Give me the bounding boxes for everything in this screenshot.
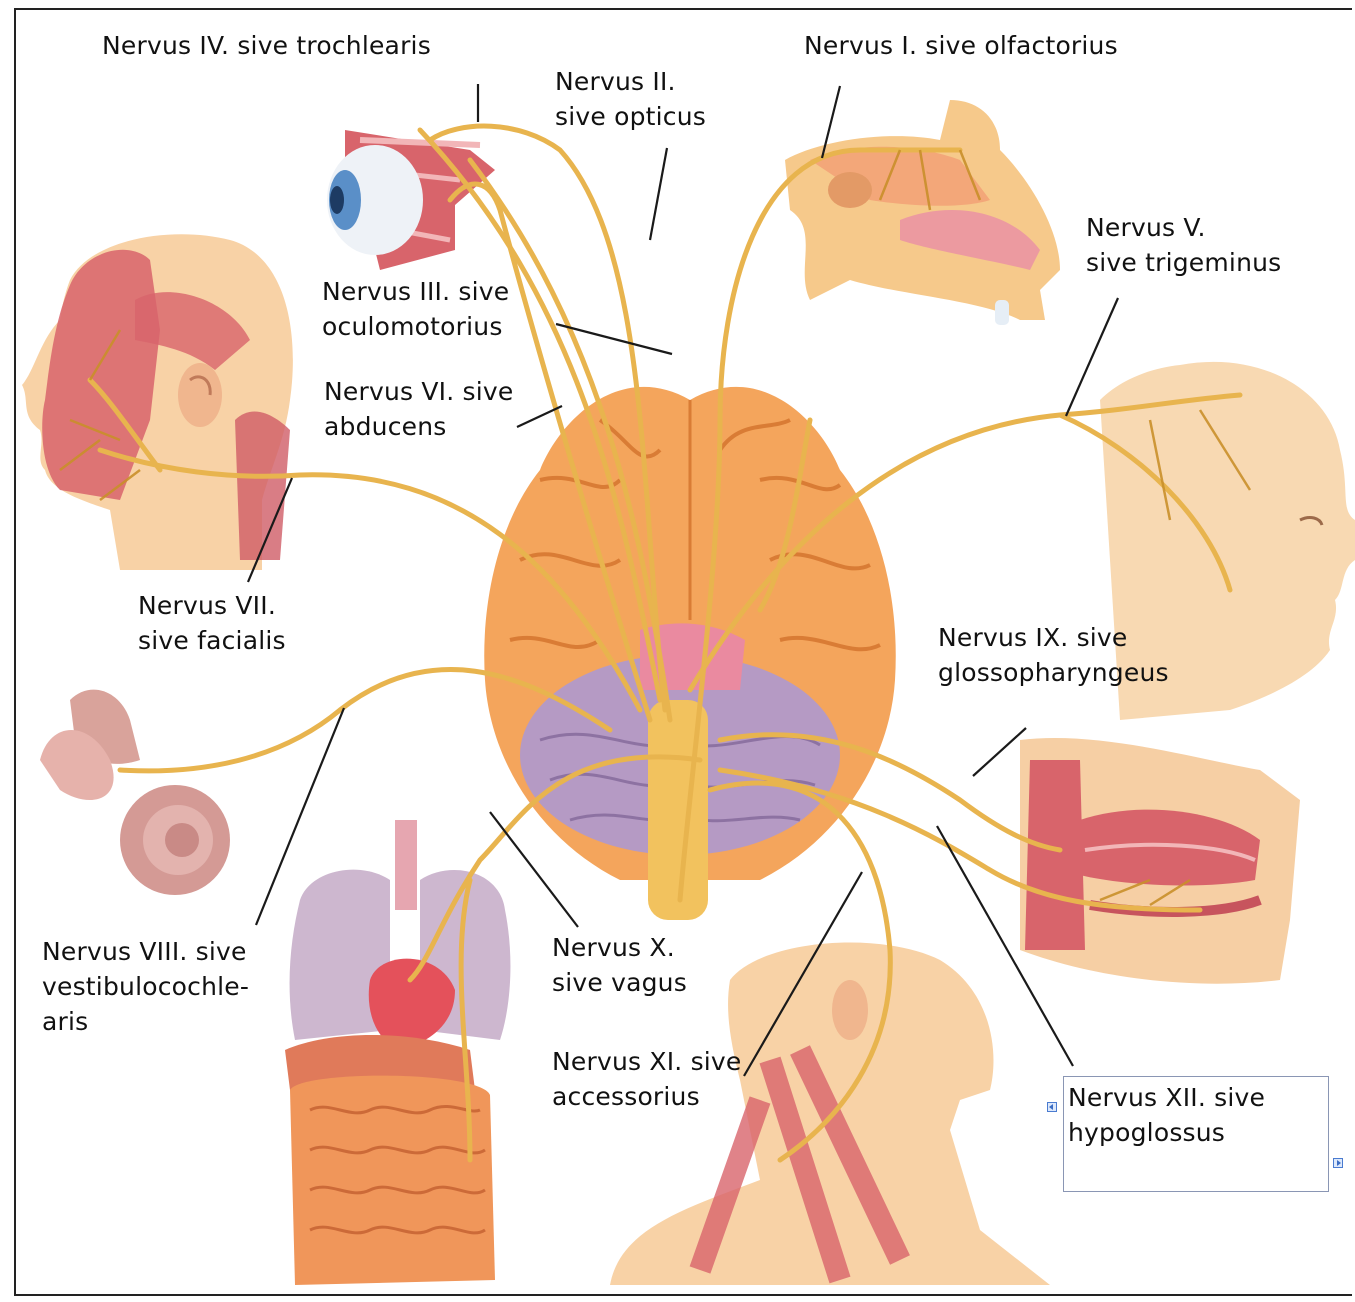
label-nervus-vii-line1: Nervus VII. <box>138 588 286 623</box>
label-nervus-v: Nervus V. sive trigeminus <box>1086 210 1281 280</box>
label-nervus-v-line2: sive trigeminus <box>1086 245 1281 280</box>
label-nervus-ix-line1: Nervus IX. sive <box>938 620 1169 655</box>
label-nervus-viii-line3: aris <box>42 1004 249 1039</box>
eye-illustration <box>327 130 495 270</box>
label-nervus-xii-line1: Nervus XII. sive <box>1068 1080 1265 1115</box>
label-nervus-x: Nervus X. sive vagus <box>552 930 687 1000</box>
label-nervus-xii[interactable]: Nervus XII. sive hypoglossus <box>1068 1080 1265 1150</box>
leader-line-n9 <box>973 728 1026 776</box>
label-nervus-x-line1: Nervus X. <box>552 930 687 965</box>
nasal-cavity-illustration <box>785 100 1060 325</box>
left-resize-handle[interactable] <box>1047 1102 1057 1112</box>
brain-illustration <box>484 387 896 920</box>
label-nervus-iii-line2: oculomotorius <box>322 309 509 344</box>
label-nervus-xi: Nervus XI. sive accessorius <box>552 1044 742 1114</box>
label-nervus-iv: Nervus IV. sive trochlearis <box>102 28 431 63</box>
tongue-mouth-illustration <box>1020 738 1300 984</box>
facial-head-illustration <box>22 234 293 570</box>
label-nervus-ix-line2: glossopharyngeus <box>938 655 1169 690</box>
label-nervus-vii-line2: sive facialis <box>138 623 286 658</box>
label-nervus-v-line1: Nervus V. <box>1086 210 1281 245</box>
inner-ear-illustration <box>40 690 230 895</box>
label-nervus-ii: Nervus II. sive opticus <box>555 64 706 134</box>
label-nervus-x-line2: sive vagus <box>552 965 687 1000</box>
label-nervus-vi-line2: abducens <box>324 409 514 444</box>
right-resize-handle[interactable] <box>1333 1158 1343 1168</box>
leader-line-n6 <box>517 406 562 427</box>
leader-line-n2 <box>650 148 667 240</box>
label-nervus-iii: Nervus III. sive oculomotorius <box>322 274 509 344</box>
label-nervus-viii: Nervus VIII. sive vestibulocochle- aris <box>42 934 249 1039</box>
label-nervus-i-line: Nervus I. sive olfactorius <box>804 28 1118 63</box>
label-nervus-ii-line1: Nervus II. <box>555 64 706 99</box>
label-nervus-viii-line1: Nervus VIII. sive <box>42 934 249 969</box>
label-nervus-xii-line2: hypoglossus <box>1068 1115 1265 1150</box>
label-nervus-viii-line2: vestibulocochle- <box>42 969 249 1004</box>
label-nervus-vi: Nervus VI. sive abducens <box>324 374 514 444</box>
label-nervus-vi-line1: Nervus VI. sive <box>324 374 514 409</box>
label-nervus-xi-line1: Nervus XI. sive <box>552 1044 742 1079</box>
label-nervus-i: Nervus I. sive olfactorius <box>804 28 1118 63</box>
thoracic-abdominal-organs-illustration <box>285 820 510 1285</box>
label-nervus-iii-line1: Nervus III. sive <box>322 274 509 309</box>
label-nervus-ix: Nervus IX. sive glossopharyngeus <box>938 620 1169 690</box>
label-nervus-iv-line: Nervus IV. sive trochlearis <box>102 28 431 63</box>
label-nervus-vii: Nervus VII. sive facialis <box>138 588 286 658</box>
label-nervus-xi-line2: accessorius <box>552 1079 742 1114</box>
label-nervus-ii-line2: sive opticus <box>555 99 706 134</box>
